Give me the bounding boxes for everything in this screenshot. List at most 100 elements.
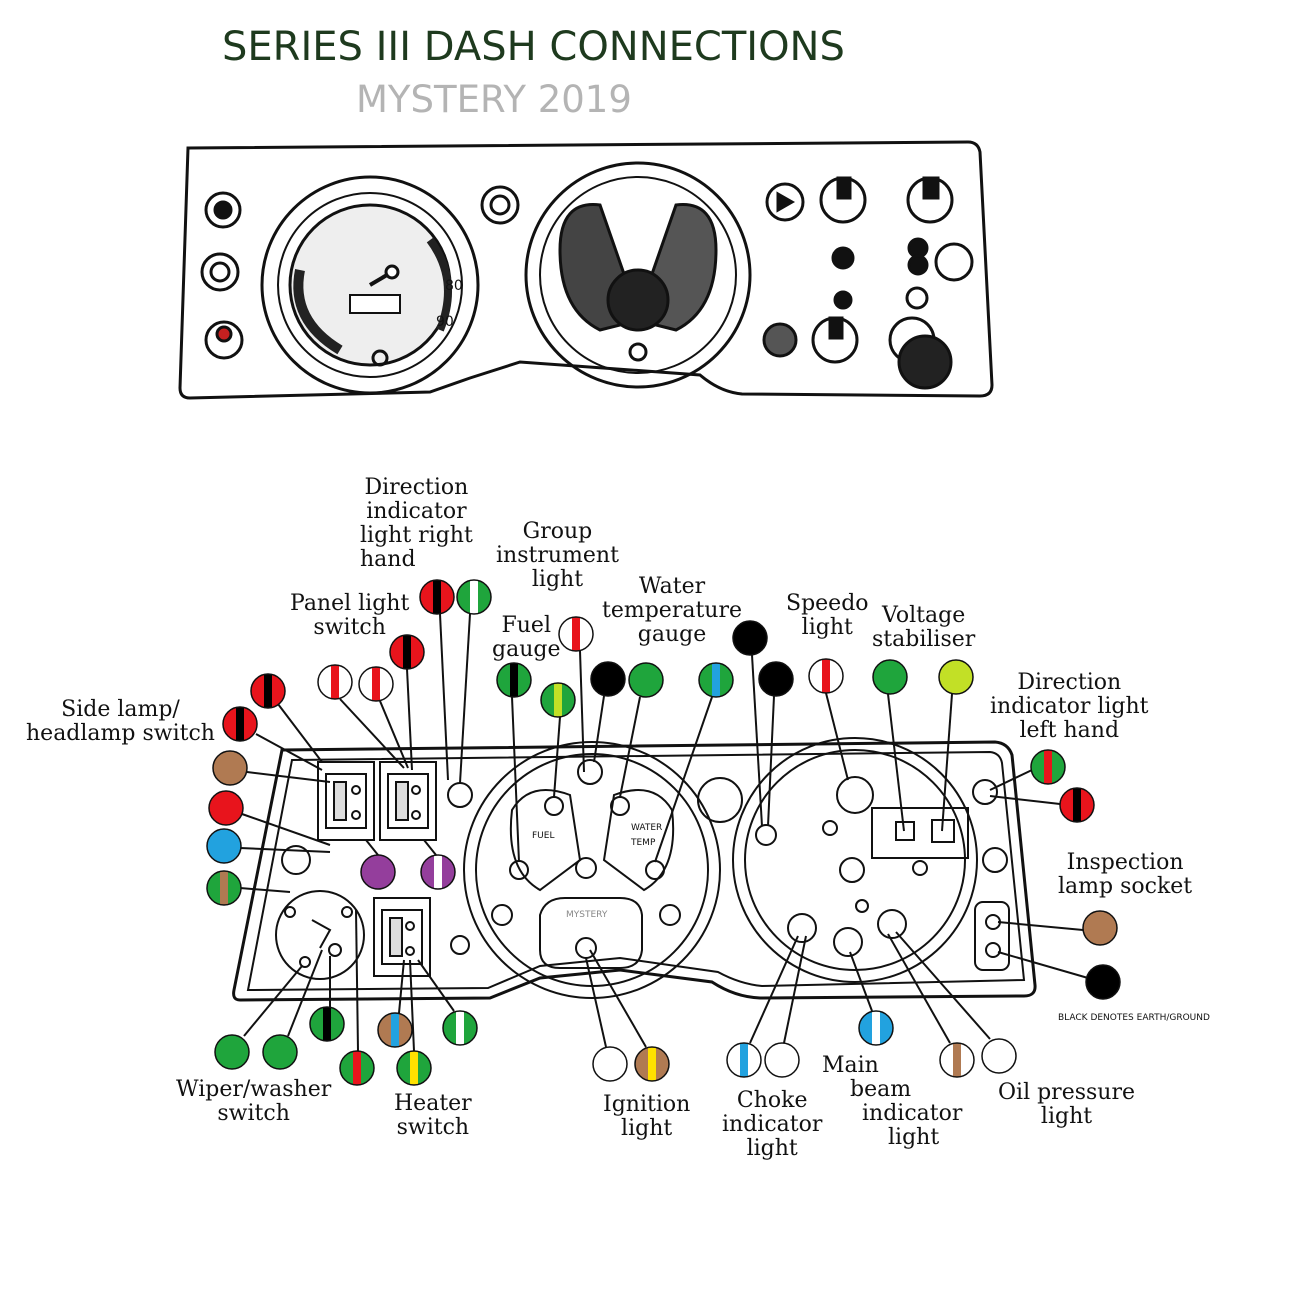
mystery-plate-text: MYSTERY xyxy=(566,910,608,920)
wire-lines xyxy=(239,613,1089,1052)
terminal-main-beam xyxy=(858,1010,894,1046)
terminal-side-lamp-2 xyxy=(222,706,258,742)
terminal-earth-3 xyxy=(758,661,794,697)
terminal-water-2 xyxy=(698,662,734,698)
terminal-ignition-2 xyxy=(634,1046,670,1082)
wire-panel-light-3 xyxy=(379,700,409,769)
wire-wiper-4 xyxy=(355,909,359,1052)
terminal-heater-3 xyxy=(442,1010,478,1046)
wire-heater-1 xyxy=(398,959,405,1014)
svg-text:80: 80 xyxy=(445,278,463,294)
terminal-side-lamp-3 xyxy=(212,750,248,786)
wire-dir-left-2 xyxy=(989,795,1061,805)
label-panel-light: Panel light switch xyxy=(290,591,410,640)
side-lamp-switch-body xyxy=(317,761,375,841)
label-inspection: Inspection lamp socket xyxy=(1058,850,1193,899)
wire-voltage-1 xyxy=(887,693,905,832)
wire-wiper-1 xyxy=(243,965,303,1037)
terminal-purple-1 xyxy=(360,854,396,890)
label-voltage: Voltage stabiliser xyxy=(872,603,976,652)
wire-choke-1 xyxy=(749,935,799,1044)
wiper-switch-body xyxy=(275,890,365,980)
wire-voltage-2 xyxy=(941,693,953,832)
wire-purple-1 xyxy=(365,839,379,856)
terminal-side-lamp-4 xyxy=(208,790,244,826)
wire-ignition-2 xyxy=(589,949,647,1048)
dash-outline xyxy=(178,140,994,400)
terminal-earth-2 xyxy=(732,620,768,656)
wire-main-beam xyxy=(849,951,873,1012)
terminal-heater-1 xyxy=(377,1012,413,1048)
fuel-text: FUEL xyxy=(532,831,555,841)
terminal-wiper-1 xyxy=(214,1034,250,1070)
label-water-temp: Water temperature gauge xyxy=(602,574,743,647)
terminal-side-lamp-5 xyxy=(206,828,242,864)
label-main-beam: Main beam indicator light xyxy=(822,1053,963,1150)
wire-purple-2 xyxy=(423,839,437,856)
label-wiper: Wiper/washer switch xyxy=(176,1077,332,1126)
wire-terminals xyxy=(206,579,1121,1086)
label-heater: Heater switch xyxy=(394,1091,472,1140)
wire-side-lamp-6 xyxy=(239,887,291,893)
wire-side-lamp-3 xyxy=(246,771,331,783)
wire-panel-light-1 xyxy=(406,668,413,771)
terminal-wiper-2 xyxy=(262,1034,298,1070)
group-instrument-gauge xyxy=(524,161,752,389)
speedometer-gauge: 80 90 xyxy=(260,175,480,395)
terminal-voltage-2 xyxy=(938,659,974,695)
terminal-dir-left-2 xyxy=(1059,787,1095,823)
label-fuel-gauge: Fuel gauge xyxy=(492,613,561,662)
wire-heater-2 xyxy=(409,959,415,1052)
terminal-heater-2 xyxy=(396,1050,432,1086)
terminal-dir-right-1 xyxy=(419,579,455,615)
earth-note: BLACK DENOTES EARTH/GROUND xyxy=(1058,1013,1210,1023)
wire-side-lamp-2 xyxy=(255,733,323,771)
terminal-side-lamp-6 xyxy=(206,870,242,906)
wire-earth-2 xyxy=(751,654,763,827)
wire-inspection-1 xyxy=(997,921,1084,931)
wire-dir-right-1 xyxy=(439,613,449,781)
terminal-fuel-1 xyxy=(496,662,532,698)
wire-dir-right-2 xyxy=(459,613,471,784)
diagram-title: SERIES III DASH CONNECTIONS xyxy=(222,24,845,70)
label-direction-left: Direction indicator light left hand xyxy=(990,670,1149,743)
label-side-lamp: Side lamp/ headlamp switch xyxy=(26,697,215,746)
wire-dir-left-1 xyxy=(989,769,1033,791)
label-choke: Choke indicator light xyxy=(722,1088,823,1161)
terminal-earth-1 xyxy=(590,661,626,697)
wire-fuel-1 xyxy=(511,696,520,863)
terminal-dir-right-2 xyxy=(456,579,492,615)
terminal-side-lamp-1 xyxy=(250,673,286,709)
wire-water-2 xyxy=(654,696,713,863)
terminal-group-light xyxy=(558,616,594,652)
terminal-panel-light-3 xyxy=(358,666,394,702)
terminal-dir-left-1 xyxy=(1030,749,1066,785)
dash-left-controls xyxy=(200,185,520,360)
wire-side-lamp-1 xyxy=(277,703,323,763)
wire-oil-1 xyxy=(887,933,951,1044)
terminal-inspection-2 xyxy=(1085,964,1121,1000)
wire-wiper-2 xyxy=(287,949,323,1037)
svg-text:90: 90 xyxy=(436,314,454,330)
terminal-purple-2 xyxy=(420,854,456,890)
wire-group-light xyxy=(579,650,585,773)
terminal-panel-light-1 xyxy=(389,634,425,670)
wire-side-lamp-5 xyxy=(239,847,331,853)
wire-heater-3 xyxy=(417,959,455,1012)
heater-switch-body xyxy=(373,897,431,977)
wire-oil-2 xyxy=(895,931,991,1040)
terminal-choke-2 xyxy=(764,1042,800,1078)
terminal-wiper-4 xyxy=(339,1050,375,1086)
dash-right-controls xyxy=(762,176,974,390)
terminal-water-1 xyxy=(628,662,664,698)
water-text-1: WATER xyxy=(631,823,663,833)
wire-earth-1 xyxy=(593,695,605,763)
panel-fixtures xyxy=(281,777,1010,971)
wire-water-1 xyxy=(619,696,641,798)
terminal-choke-1 xyxy=(726,1042,762,1078)
group-instrument-rear xyxy=(463,741,721,999)
terminal-oil-2 xyxy=(981,1038,1017,1074)
